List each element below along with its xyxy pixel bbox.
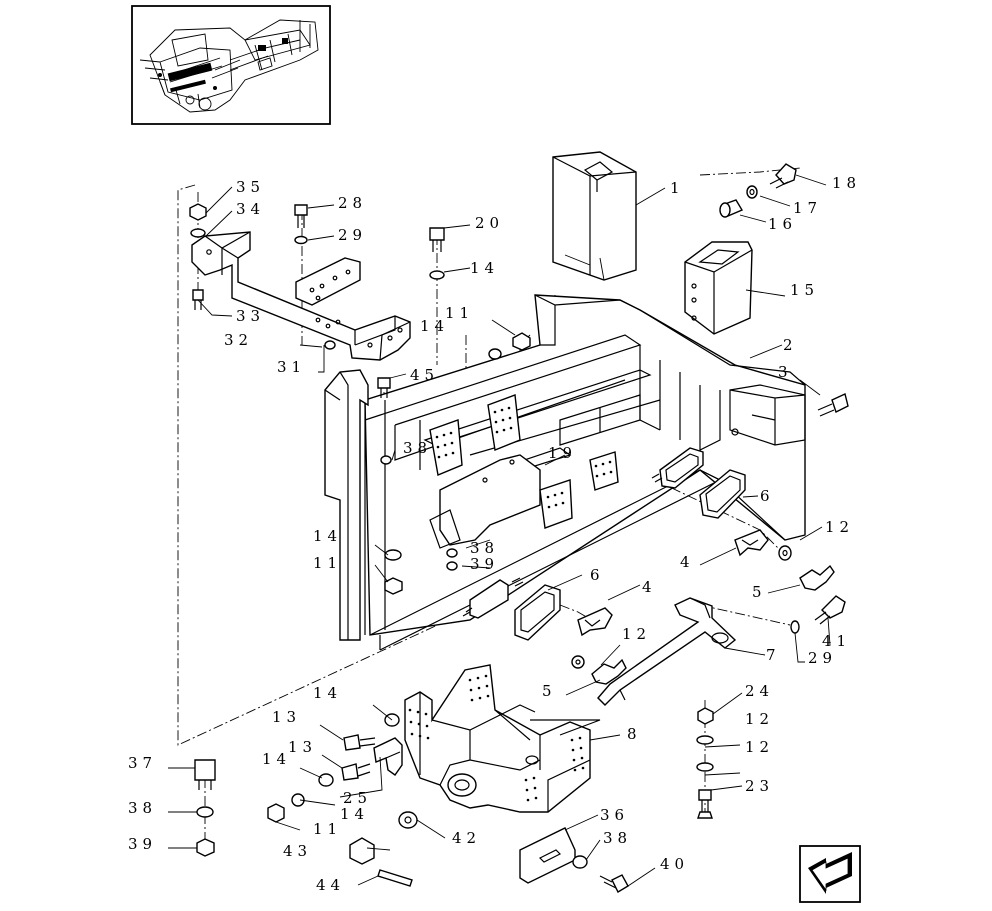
part-36-plate xyxy=(519,827,576,884)
mounting-plate xyxy=(295,257,361,306)
small-fasteners xyxy=(189,203,714,893)
perforated-brackets xyxy=(429,394,619,529)
part-13-bolts xyxy=(341,734,376,781)
part-19-sheet xyxy=(429,454,541,549)
callout-7: 7 xyxy=(766,646,781,664)
callout-23: 23 xyxy=(745,777,774,795)
callout-25: 25 xyxy=(343,789,372,807)
part-7-drawbar xyxy=(597,597,737,706)
callout-12a: 12 xyxy=(825,518,854,536)
callout-38c: 38 xyxy=(128,799,157,817)
callout-8: 8 xyxy=(627,725,642,743)
callout-39a: 39 xyxy=(470,555,499,573)
callout-4: 4 xyxy=(680,553,695,571)
callout-13a: 13 xyxy=(272,708,301,726)
callout-43: 43 xyxy=(283,842,312,860)
callout-34: 34 xyxy=(236,200,265,218)
part-31-bracket xyxy=(191,231,411,361)
callout-12b: 12 xyxy=(622,625,651,643)
left-column xyxy=(324,369,369,641)
callout-33: 33 xyxy=(236,307,265,325)
callout-14a: 14 xyxy=(470,259,499,277)
callout-labels: 1 2 3 4 4 5 5 6 6 7 8 11 11 11 12 12 12 … xyxy=(128,174,861,894)
callout-12d: 12 xyxy=(745,738,774,756)
callout-6: 6 xyxy=(760,487,775,505)
callout-14f: 14 xyxy=(340,805,369,823)
tractor-location-thumbnail xyxy=(131,5,331,125)
callout-16: 16 xyxy=(768,215,797,233)
callout-4b: 4 xyxy=(642,578,657,596)
part-5-wingnuts xyxy=(591,564,835,685)
callout-14e: 14 xyxy=(262,750,291,768)
callout-11b: 11 xyxy=(313,554,342,572)
callout-15: 15 xyxy=(790,281,819,299)
callout-17: 17 xyxy=(793,199,822,217)
callout-38d: 38 xyxy=(603,829,632,847)
callout-41: 41 xyxy=(822,632,851,650)
part-2-main-frame xyxy=(345,294,806,651)
part-15-side-weight xyxy=(684,241,753,335)
callout-3: 3 xyxy=(778,363,793,381)
part-25-bracket xyxy=(373,737,403,776)
right-fasteners xyxy=(571,545,846,669)
callout-2: 2 xyxy=(783,336,798,354)
callout-14b: 14 xyxy=(420,317,449,335)
callout-11a: 11 xyxy=(445,304,474,322)
part-3-bolt xyxy=(817,393,849,417)
callout-32: 32 xyxy=(224,331,253,349)
callout-5: 5 xyxy=(752,583,767,601)
callout-13b: 13 xyxy=(288,738,317,756)
callout-1: 1 xyxy=(670,179,685,197)
callout-18: 18 xyxy=(832,174,861,192)
callout-37: 37 xyxy=(128,754,157,772)
part-4-clips xyxy=(577,529,769,637)
callout-14c: 14 xyxy=(313,527,342,545)
callout-39b: 39 xyxy=(128,835,157,853)
next-page-arrow-icon[interactable] xyxy=(799,845,861,903)
callout-12c: 12 xyxy=(745,710,774,728)
callout-29a: 29 xyxy=(338,226,367,244)
callout-20: 20 xyxy=(475,214,504,232)
parts-16-17-18-fasteners xyxy=(719,163,797,218)
callout-42: 42 xyxy=(452,829,481,847)
callout-38b: 38 xyxy=(470,539,499,557)
part-1-ballast-block xyxy=(552,151,637,281)
callout-35: 35 xyxy=(236,178,265,196)
callout-45: 45 xyxy=(410,366,439,384)
callout-29b: 29 xyxy=(808,649,837,667)
part-6-gaskets xyxy=(462,447,746,641)
callout-44: 44 xyxy=(316,876,345,894)
callout-19: 19 xyxy=(548,444,577,462)
part-8-hitch xyxy=(404,664,601,813)
callout-36: 36 xyxy=(600,806,629,824)
callout-28: 28 xyxy=(338,194,367,212)
leader-lines xyxy=(168,174,831,887)
callout-5b: 5 xyxy=(542,682,557,700)
callout-38a: 38 xyxy=(403,439,432,457)
callout-11c: 11 xyxy=(313,820,342,838)
callout-31: 31 xyxy=(277,358,306,376)
callout-6b: 6 xyxy=(590,566,605,584)
callout-24: 24 xyxy=(745,682,774,700)
callout-14d: 14 xyxy=(313,684,342,702)
callout-40: 40 xyxy=(660,855,689,873)
